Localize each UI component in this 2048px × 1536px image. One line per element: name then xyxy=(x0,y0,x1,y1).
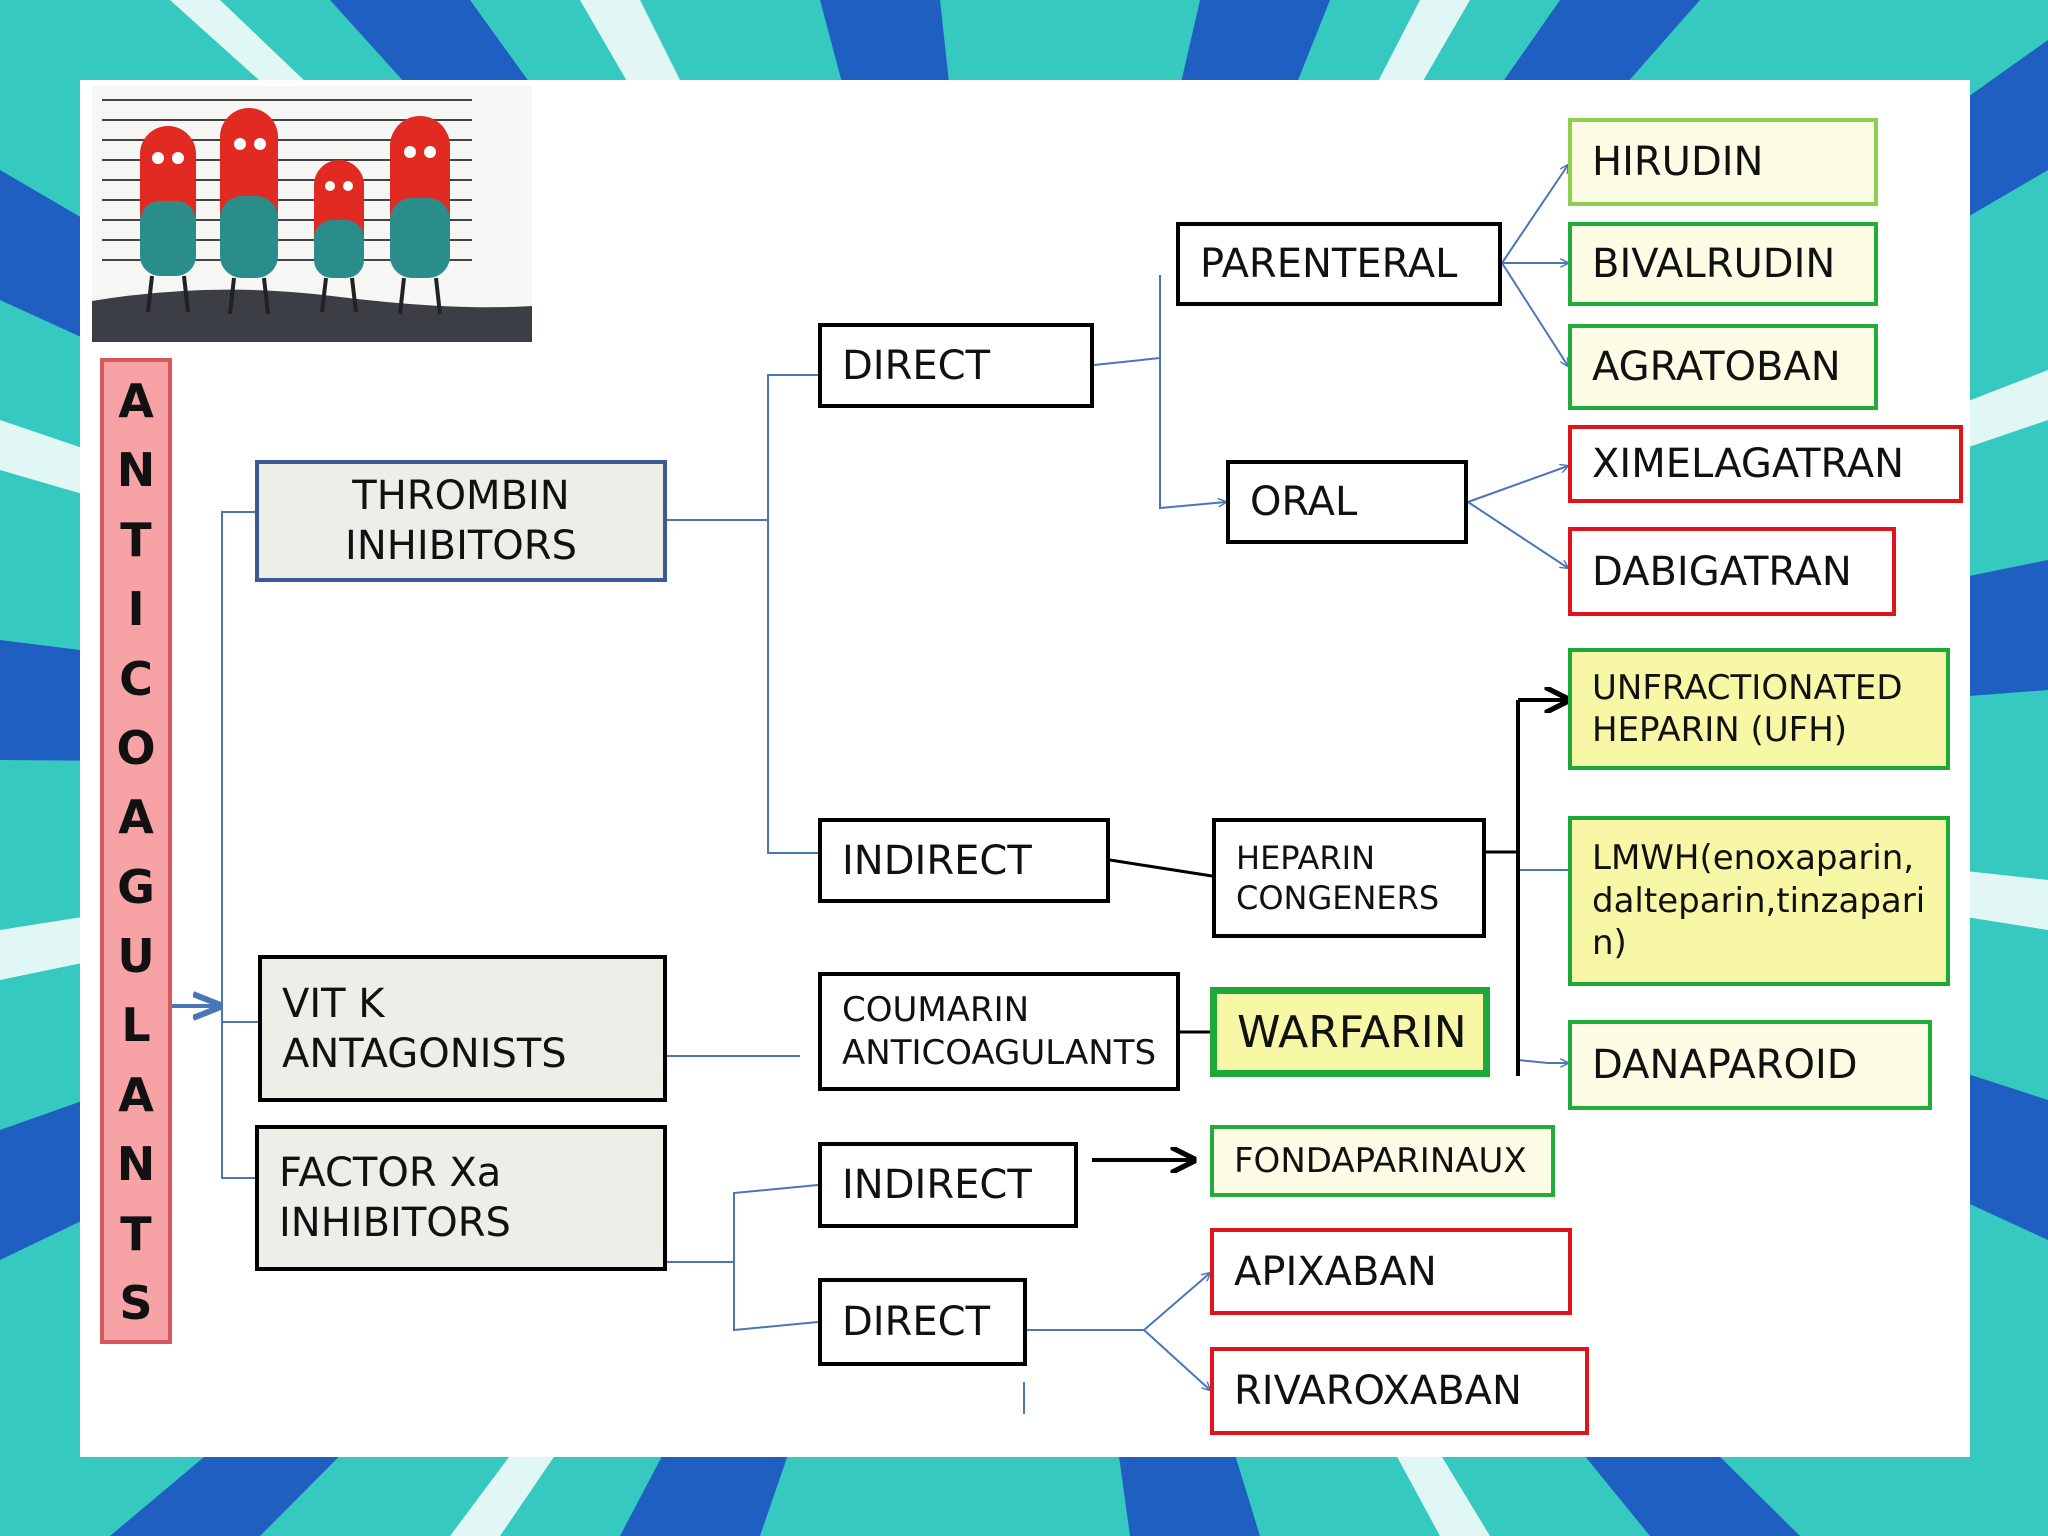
hirudin-box: HIRUDIN xyxy=(1568,118,1878,206)
warfarin-box: WARFARIN xyxy=(1210,987,1490,1077)
ximelagatran-box: XIMELAGATRAN xyxy=(1568,425,1963,503)
vertical-title-letter: I xyxy=(127,582,145,637)
vertical-title-letter: U xyxy=(117,929,155,983)
direct-box: DIRECT xyxy=(818,323,1094,408)
vertical-title-letter: A xyxy=(118,374,154,428)
vertical-title-letter: O xyxy=(116,720,156,775)
bivalrudin-box: BIVALRUDIN xyxy=(1568,222,1878,306)
factor-xa-inhibitors-box: FACTOR Xa INHIBITORS xyxy=(255,1125,667,1271)
oral-box: ORAL xyxy=(1226,460,1468,544)
indirect-box: INDIRECT xyxy=(818,818,1110,903)
heparin-congeners-box: HEPARIN CONGENERS xyxy=(1212,818,1486,938)
ufh-box: UNFRACTIONATED HEPARIN (UFH) xyxy=(1568,648,1950,770)
thrombin-inhibitors-box: THROMBIN INHIBITORS xyxy=(255,460,667,582)
vertical-title-letter: T xyxy=(120,1206,152,1261)
agratoban-box: AGRATOBAN xyxy=(1568,324,1878,410)
xa-direct-box: DIRECT xyxy=(818,1278,1027,1366)
vertical-title-letter: A xyxy=(118,1067,154,1122)
vertical-title-letter: N xyxy=(116,1137,156,1192)
vertical-title-letter: L xyxy=(121,998,151,1053)
vertical-title-letter: T xyxy=(120,512,152,567)
vertical-title-letter: C xyxy=(119,651,153,706)
vertical-title-letter: A xyxy=(118,790,154,845)
parenteral-box: PARENTERAL xyxy=(1176,222,1502,306)
pills-lineup-illustration xyxy=(92,86,532,342)
vit-k-antagonists-box: VIT K ANTAGONISTS xyxy=(258,955,667,1102)
danaparoid-box: DANAPAROID xyxy=(1568,1020,1932,1110)
vertical-title-letter: G xyxy=(117,859,155,914)
rivaroxaban-box: RIVAROXABAN xyxy=(1210,1347,1589,1435)
coumarin-anticoagulants-box: COUMARIN ANTICOAGULANTS xyxy=(818,972,1180,1091)
xa-indirect-box: INDIRECT xyxy=(818,1142,1078,1228)
dabigatran-box: DABIGATRAN xyxy=(1568,527,1896,616)
vertical-title-letter: S xyxy=(119,1275,153,1330)
fondaparinaux-box: FONDAPARINAUX xyxy=(1210,1125,1555,1197)
apixaban-box: APIXABAN xyxy=(1210,1228,1572,1315)
vertical-title-letter: N xyxy=(116,443,156,498)
lmwh-box: LMWH(enoxaparin, dalteparin,tinzapari n) xyxy=(1568,816,1950,986)
